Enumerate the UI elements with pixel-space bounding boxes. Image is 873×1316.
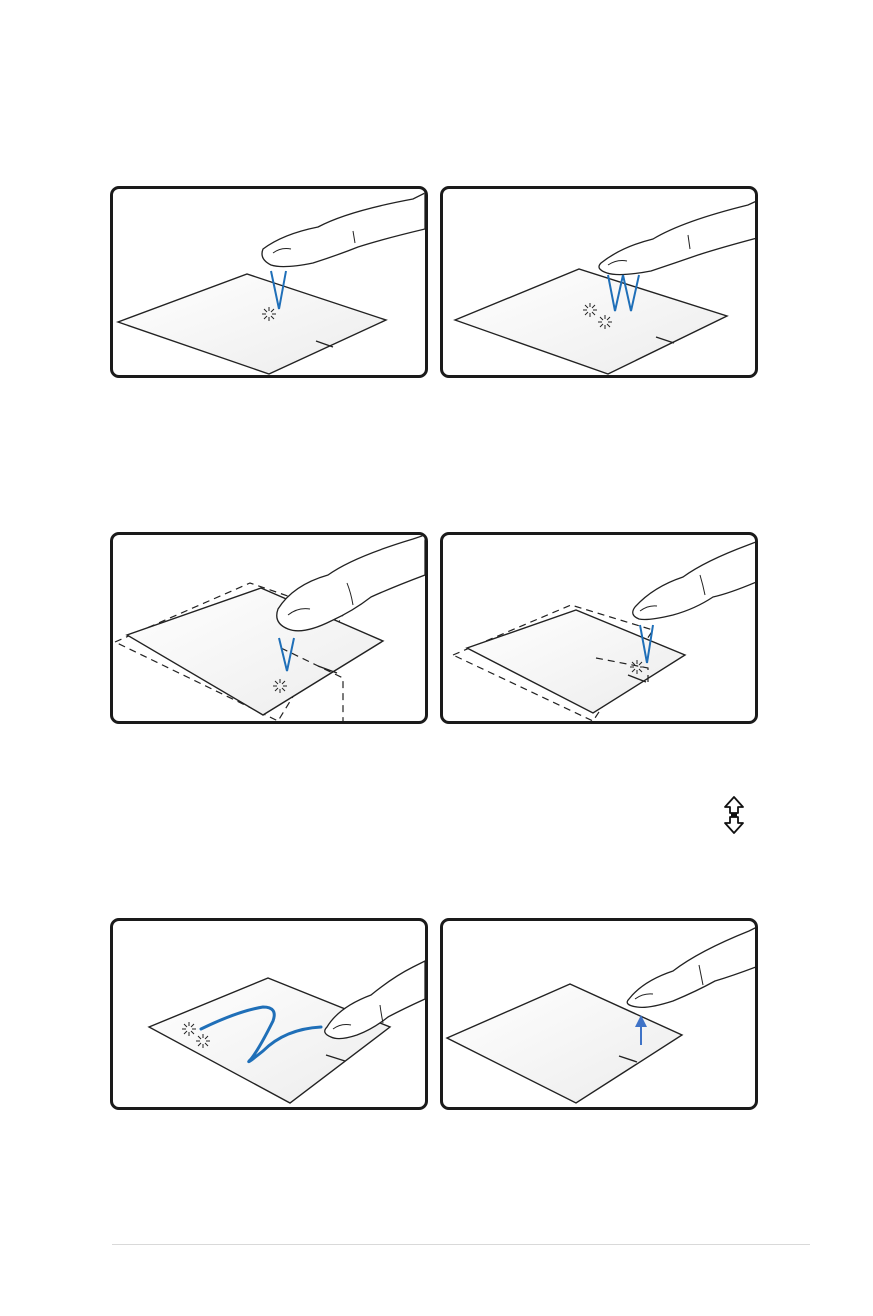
illustration-single-tap [110, 186, 428, 378]
scroll-updown-icon [724, 796, 744, 834]
illustration-double-tap [440, 186, 758, 378]
finger-lift-icon [445, 927, 755, 1104]
tap-drag-release-icon [451, 541, 755, 721]
tap-drag-icon [113, 535, 425, 721]
drag-path-icon [147, 960, 425, 1104]
illustration-finger-lift [440, 918, 758, 1110]
single-tap-icon [115, 192, 425, 375]
double-tap-icon [453, 201, 755, 375]
footer-rule [112, 1244, 810, 1245]
illustration-tap-drag [110, 532, 428, 724]
illustration-drag-path [110, 918, 428, 1110]
illustration-tap-drag-release [440, 532, 758, 724]
